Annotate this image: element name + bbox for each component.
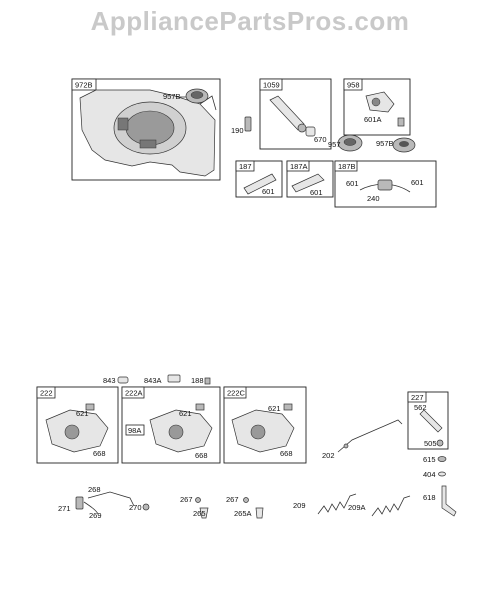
callout-668-a: 668 — [93, 449, 106, 458]
part-group-958: 958 601A — [343, 78, 411, 136]
part-269 — [83, 501, 99, 515]
callout-621-a: 621 — [76, 409, 89, 418]
callout-188: 188 — [191, 376, 204, 385]
callout-227: 227 — [411, 393, 424, 402]
callout-668-b: 668 — [195, 451, 208, 460]
callout-957: 957 — [328, 140, 341, 149]
governor-lever-227 — [419, 409, 443, 433]
screw-190 — [244, 116, 252, 132]
part-group-187A: 187A 601 — [286, 160, 334, 198]
callout-562: 562 — [414, 403, 427, 412]
spring-209A — [371, 495, 411, 517]
part-box-222A — [121, 386, 221, 464]
callout-187B: 187B — [338, 162, 356, 171]
callout-601-d: 601 — [411, 178, 424, 187]
callout-601A: 601A — [364, 115, 382, 124]
part-box-958 — [343, 78, 411, 136]
callout-621-b: 621 — [179, 409, 192, 418]
callout-267-a: 267 — [180, 495, 193, 504]
part-843 — [117, 376, 129, 384]
callout-98A: 98A — [128, 426, 141, 435]
part-group-227: 227 562 505 — [407, 391, 449, 450]
part-group-187: 187 601 — [235, 160, 283, 198]
part-box-187B — [334, 160, 437, 208]
callout-615: 615 — [423, 455, 436, 464]
part-group-1059: 1059 670 — [259, 78, 332, 150]
part-188 — [204, 377, 211, 385]
callout-209: 209 — [293, 501, 306, 510]
callout-957B-b: 957B — [376, 139, 394, 148]
part-box-187 — [235, 160, 283, 198]
callout-843: 843 — [103, 376, 116, 385]
callout-843A: 843A — [144, 376, 162, 385]
callout-270: 270 — [129, 503, 142, 512]
callout-621-c: 621 — [268, 404, 281, 413]
fuel-line-187A — [291, 173, 325, 193]
callout-404: 404 — [423, 470, 436, 479]
part-270 — [142, 503, 150, 511]
callout-958: 958 — [347, 81, 360, 90]
part-group-222C: 222C 621 668 — [223, 386, 307, 464]
callout-957B-a: 957B — [163, 92, 181, 101]
part-265A — [255, 507, 264, 519]
callout-269: 269 — [89, 511, 102, 520]
part-group-222: 222 621 668 — [36, 386, 119, 464]
bracket-1059 — [269, 95, 305, 131]
callout-265A: 265A — [234, 509, 252, 518]
part-box-972B — [71, 78, 221, 181]
callout-505: 505 — [424, 439, 437, 448]
callout-240: 240 — [367, 194, 380, 203]
callout-222A: 222A — [125, 389, 143, 398]
callout-187A: 187A — [290, 162, 308, 171]
part-box-187A — [286, 160, 334, 198]
callout-209A: 209A — [348, 503, 366, 512]
part-267-b — [243, 497, 249, 503]
part-615 — [437, 456, 447, 462]
part-box-222C — [223, 386, 307, 464]
callout-1059: 1059 — [263, 81, 280, 90]
callout-271: 271 — [58, 504, 71, 513]
callout-222: 222 — [40, 389, 53, 398]
site-watermark: AppliancePartsPros.com — [90, 6, 410, 36]
part-271 — [75, 496, 84, 510]
grommet-670 — [305, 126, 316, 137]
callout-265: 265 — [193, 509, 206, 518]
part-265 — [199, 507, 209, 519]
callout-601-b: 601 — [310, 188, 323, 197]
callout-268: 268 — [88, 485, 101, 494]
callout-267-b: 267 — [226, 495, 239, 504]
part-box-222 — [36, 386, 119, 464]
spring-209 — [317, 493, 357, 515]
part-267-a — [195, 497, 201, 503]
fuel-line-187 — [243, 173, 277, 195]
callout-601-a: 601 — [262, 187, 275, 196]
callout-601-c: 601 — [346, 179, 359, 188]
callout-187: 187 — [239, 162, 252, 171]
part-group-187B: 187B 601 601 240 — [334, 160, 437, 208]
part-box-1059 — [259, 78, 332, 150]
callout-222C: 222C — [227, 389, 246, 398]
cable-268 — [87, 491, 135, 507]
part-box-227 — [407, 391, 449, 450]
fuel-filter-240 — [377, 179, 393, 191]
part-group-972B: 972B 957B — [71, 78, 221, 181]
callout-190: 190 — [231, 126, 244, 135]
part-group-222A: 222A 98A 621 668 — [121, 386, 221, 464]
part-404 — [438, 471, 446, 477]
callout-618: 618 — [423, 493, 436, 502]
callout-202: 202 — [322, 451, 335, 460]
callout-670: 670 — [314, 135, 327, 144]
callout-668-c: 668 — [280, 449, 293, 458]
callout-972B: 972B — [75, 81, 93, 90]
governor-shaft-618 — [441, 485, 457, 517]
part-843A — [167, 374, 181, 383]
